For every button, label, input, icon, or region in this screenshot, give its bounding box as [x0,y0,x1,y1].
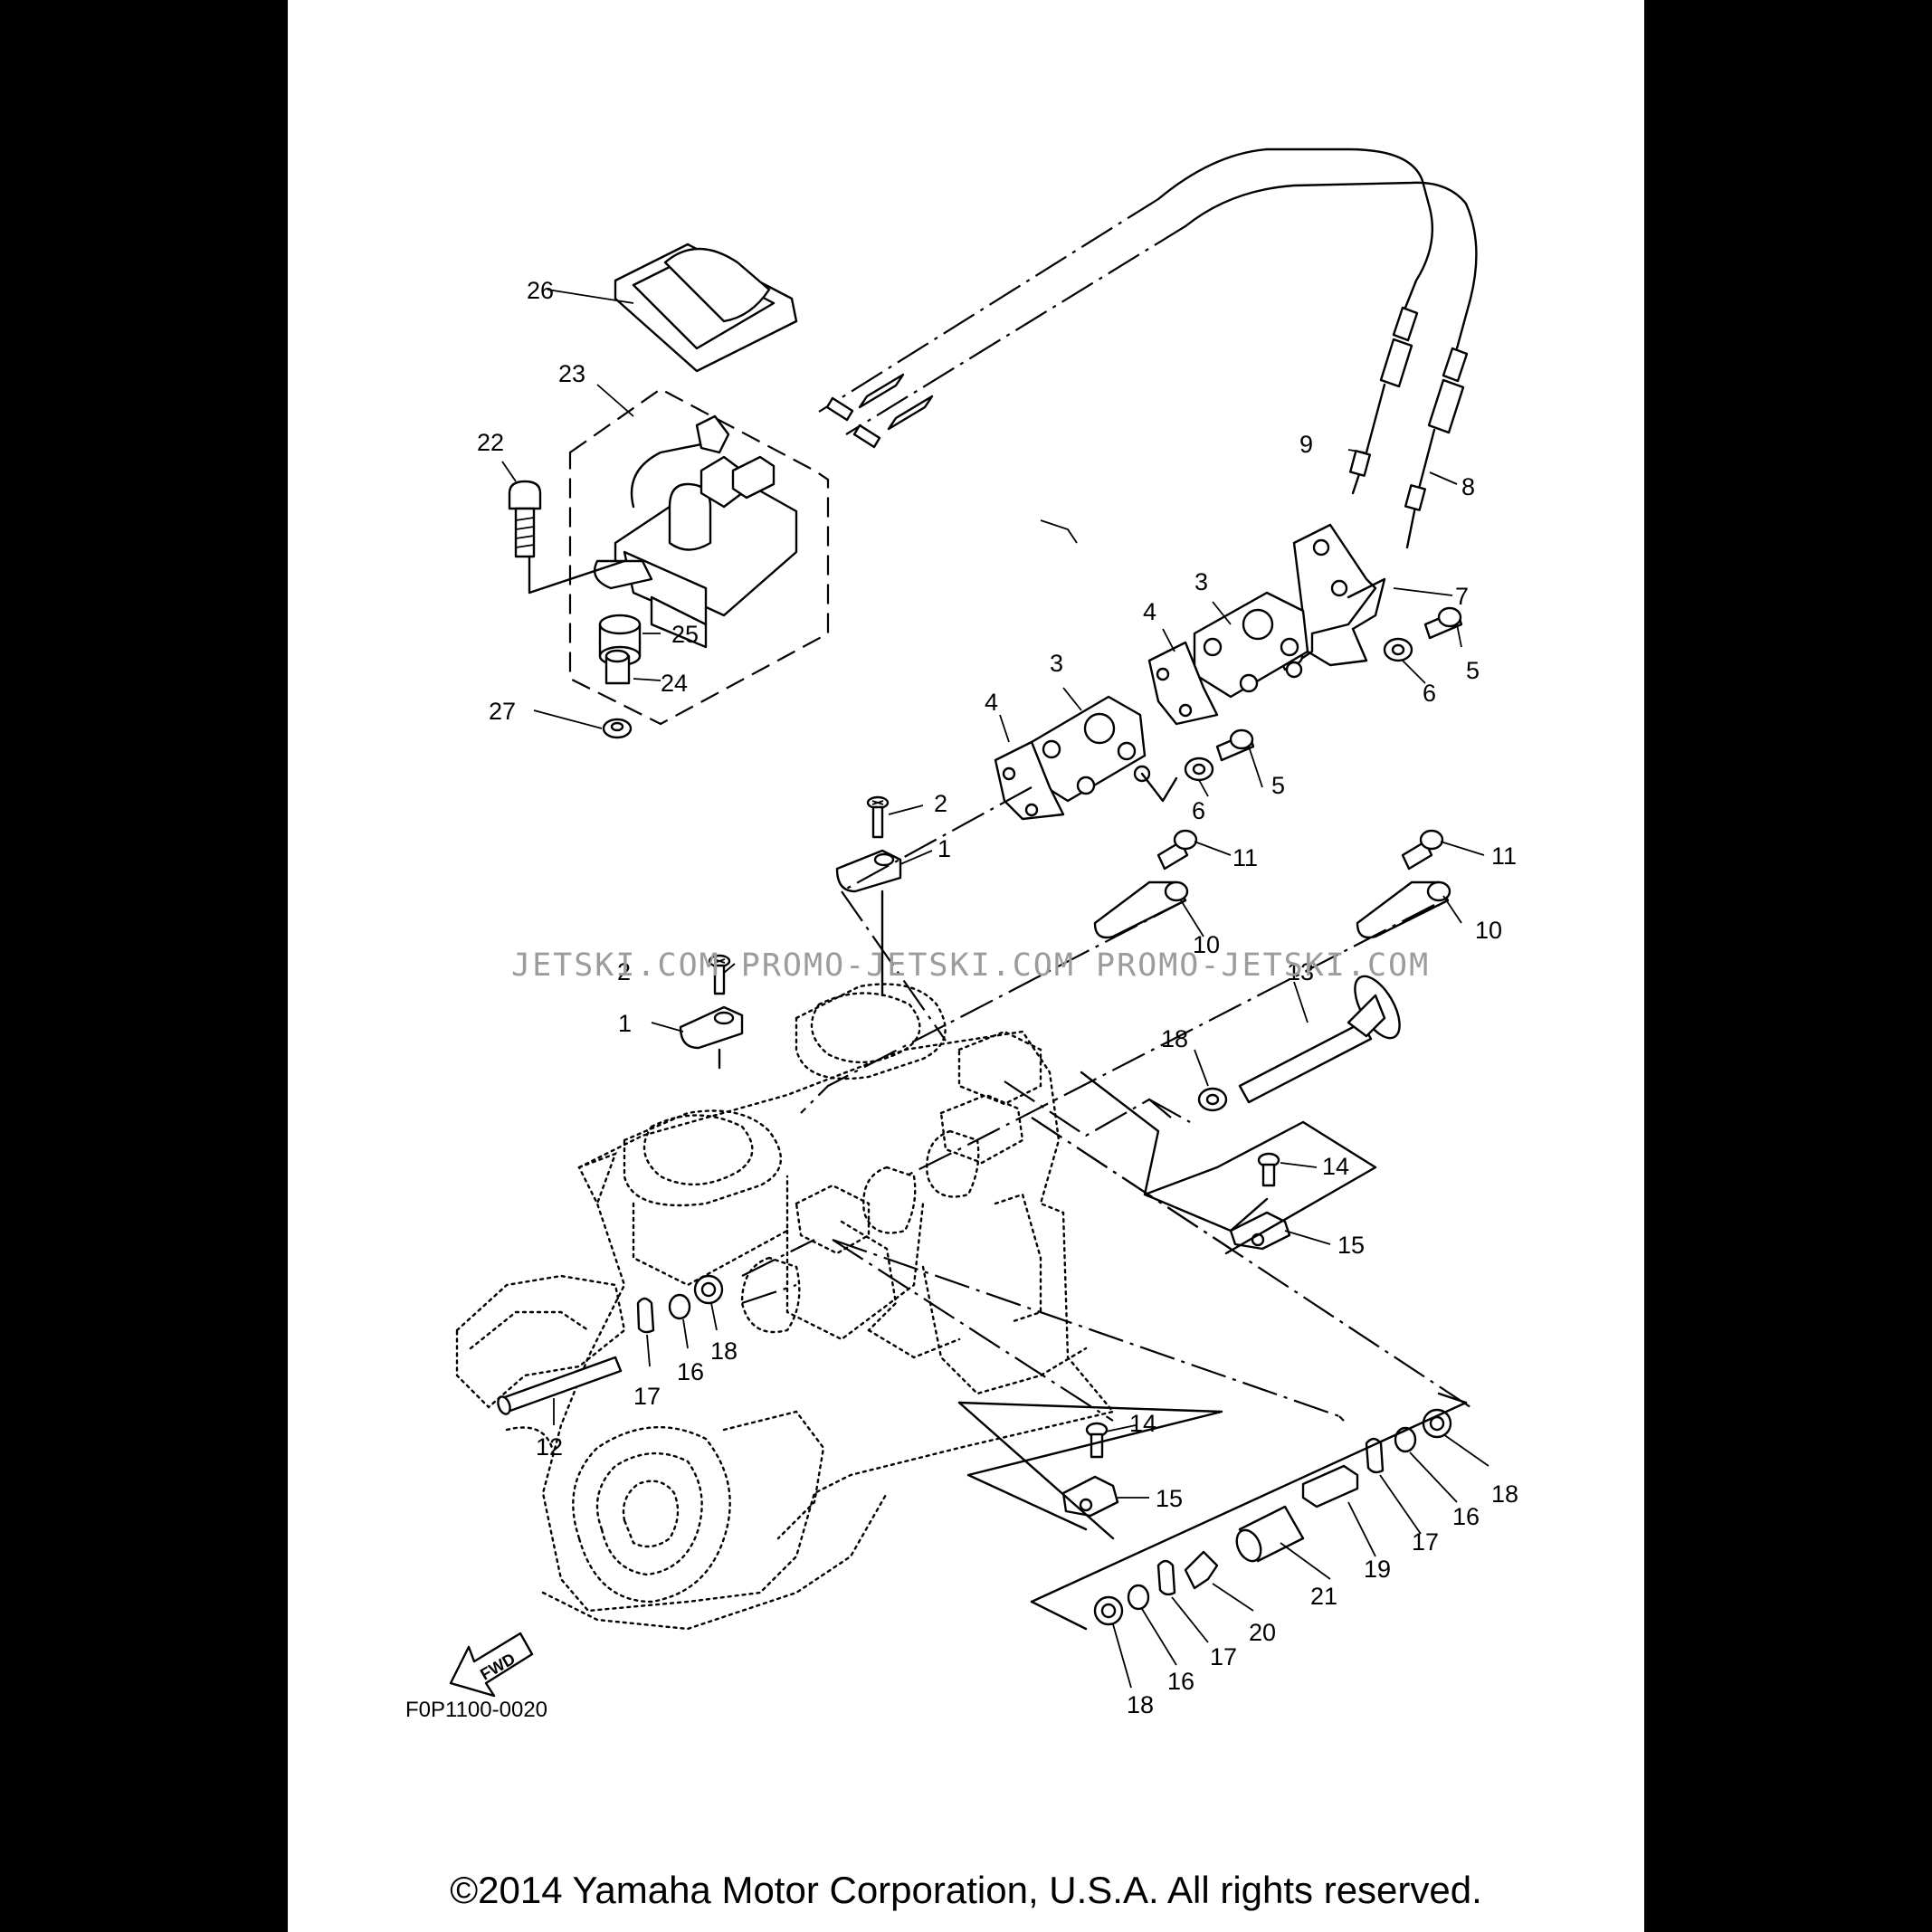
callout-26: 26 [527,277,554,304]
part-16-washer-left [668,1293,691,1320]
callout-2-upper: 2 [934,790,947,817]
callout-16-right-top: 16 [1452,1503,1480,1530]
callout-4-lower: 4 [985,689,998,716]
callout-18-a: 18 [1161,1025,1188,1052]
watermark-text: JETSKI.COM PROMO-JETSKI.COM PROMO-JETSKI… [511,947,1430,984]
part-1-lever-lower [679,1005,744,1050]
callout-18-right-bottom: 18 [1127,1691,1154,1718]
part-18-bushing-right-top [1422,1408,1452,1439]
callout-12: 12 [536,1433,563,1461]
part-20-clip [1184,1550,1219,1590]
callout-13: 13 [1287,958,1314,985]
fwd-arrow-icon: FWD [449,1632,534,1698]
part-5-bolt-lower [1215,728,1255,762]
callout-leaders [501,289,1489,1689]
callout-10-left: 10 [1193,931,1220,958]
callout-7: 7 [1455,583,1469,610]
engine-cylinder-block [541,983,1116,1613]
part-14-screw-upper [1257,1152,1280,1187]
part-27-washer [602,718,633,739]
part-11-screw-left [1156,829,1198,871]
callout-14-lower: 14 [1129,1410,1156,1437]
callout-22: 22 [477,429,504,456]
callout-14-upper: 14 [1322,1153,1349,1180]
part-14-screw-lower [1085,1422,1109,1459]
part-2-screw-upper [866,795,890,839]
callout-17-left: 17 [633,1383,661,1410]
callout-labels: 26 23 22 25 24 27 9 8 7 3 4 3 4 5 6 5 6 … [477,277,1518,1718]
part-18-bushing-right-bottom [1093,1595,1124,1626]
part-23-electrical-box [568,387,830,726]
part-15-clamp-upper [1229,1211,1291,1251]
part-12-shaft [497,1356,623,1415]
callout-10-right: 10 [1475,917,1502,944]
callout-11-left: 11 [1232,844,1258,871]
diagram-sheet [288,0,1644,1932]
part-17-plate-left [636,1297,655,1334]
copyright-notice: ©2014 Yamaha Motor Corporation, U.S.A. A… [450,1869,1482,1911]
cable-assembly [818,148,1478,549]
callout-21: 21 [1310,1583,1337,1610]
callout-20: 20 [1249,1619,1276,1646]
callout-5-lower: 5 [1271,772,1285,799]
part-11-screw-right [1401,829,1444,871]
part-3-cover-upper [1193,591,1309,699]
part-4-gasket-upper [1147,641,1219,726]
part-6-washer-upper [1383,637,1413,662]
part-6-washer-lower [1184,757,1214,782]
reference-lines [741,786,1471,1631]
callout-15-lower: 15 [1156,1485,1183,1512]
callout-11-right: 11 [1491,842,1517,870]
callout-18-right-top: 18 [1491,1480,1518,1508]
callout-1-upper: 1 [937,835,951,862]
callout-19: 19 [1364,1556,1391,1583]
callout-15-upper: 15 [1337,1232,1365,1259]
part-10-lever-left [1093,880,1189,939]
part-22-bolt [508,480,626,595]
callout-3-lower: 3 [1050,650,1063,677]
part-5-bolt-upper [1423,606,1463,640]
callout-2-lower: 2 [617,958,631,985]
callout-3-upper: 3 [1194,568,1208,595]
part-18-bushing-a [1197,1087,1228,1112]
callout-17-right-bottom: 17 [1210,1643,1237,1670]
figure-code: F0P1100-0020 [405,1698,547,1722]
part-26-cover [614,243,798,373]
engine-crankcase [455,1274,889,1631]
callout-5-upper: 5 [1466,657,1480,684]
part-24-collar [604,649,631,685]
part-16-washer-right-bottom [1127,1584,1150,1611]
callout-8: 8 [1461,473,1475,500]
callout-16-left: 16 [677,1358,704,1385]
part-1-lever-upper [835,849,902,893]
callout-6-upper: 6 [1423,680,1436,707]
part-15-clamp-lower [1061,1475,1119,1518]
callout-1-lower: 1 [618,1010,632,1037]
callout-9: 9 [1299,431,1313,458]
callout-23: 23 [558,360,585,387]
callout-6-lower: 6 [1192,797,1205,824]
callout-16-right-bottom: 16 [1167,1668,1194,1695]
part-18-bushing-left [693,1274,724,1305]
part-21-sleeve [1235,1505,1305,1563]
callout-17-right-top: 17 [1412,1528,1439,1556]
callout-25: 25 [671,621,699,648]
part-13-shaft [1238,975,1401,1104]
part-10-lever-right [1356,880,1451,939]
part-4-gasket-lower [994,740,1065,821]
callout-24: 24 [661,670,688,697]
callout-18-left: 18 [710,1337,738,1365]
part-17-plate-right-bottom [1156,1559,1176,1596]
part-2-screw-lower [708,954,731,995]
callout-27: 27 [489,698,516,725]
part-19-clip [1301,1464,1359,1508]
callout-4-upper: 4 [1143,598,1156,625]
